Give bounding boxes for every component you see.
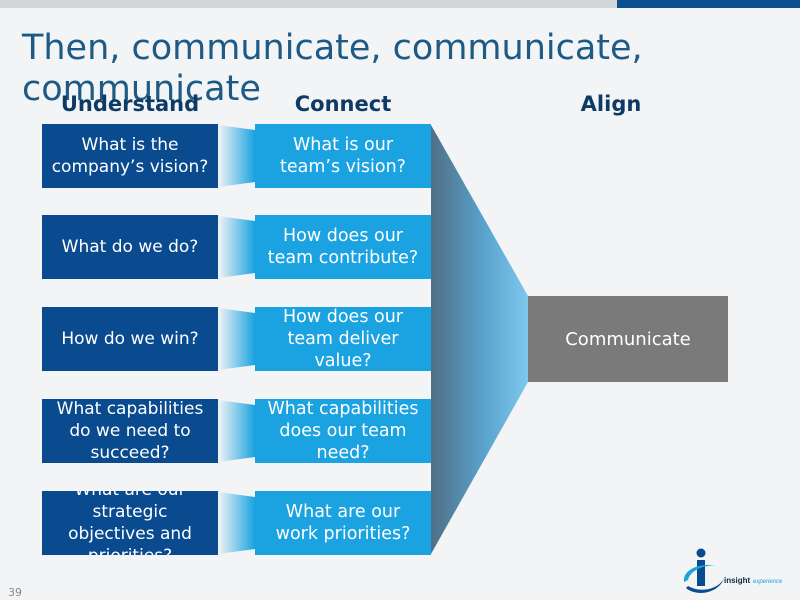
insight-logo: insight experience [680,548,792,596]
connect-box-priorities: What are our work priorities? [255,491,431,555]
top-bar [0,0,800,8]
understand-box-win: How do we win? [42,307,218,371]
funnel-arrow [431,125,528,554]
column-header-align: Align [580,92,642,116]
understand-to-connect-arrows [218,125,255,554]
slide-title: Then, communicate, communicate, communic… [22,28,643,109]
column-header-understand: Understand [60,92,200,116]
understand-box-capabilities: What capabilities do we need to succeed? [42,399,218,463]
connect-box-vision: What is our team’s vision? [255,124,431,188]
communicate-box: Communicate [528,296,728,382]
understand-box-what: What do we do? [42,215,218,279]
arrow-connector [218,492,255,554]
column-header-connect: Connect [294,92,392,116]
connect-box-value: How does our team deliver value? [255,307,431,371]
logo-suffix-text: experience [753,579,783,585]
connect-box-contribute: How does our team contribute? [255,215,431,279]
page-number: 39 [8,586,22,599]
top-bar-accent [617,0,800,8]
arrow-connector [218,216,255,278]
arrow-connector [218,400,255,462]
understand-box-vision: What is the company’s vision? [42,124,218,188]
insight-logo-icon: insight experience [683,548,783,593]
understand-box-objectives: What are our strategic objectives and pr… [42,491,218,555]
connect-box-capabilities: What capabilities does our team need? [255,399,431,463]
logo-name-text: insight [724,576,751,585]
arrow-connector [218,308,255,370]
arrow-connector [218,125,255,187]
